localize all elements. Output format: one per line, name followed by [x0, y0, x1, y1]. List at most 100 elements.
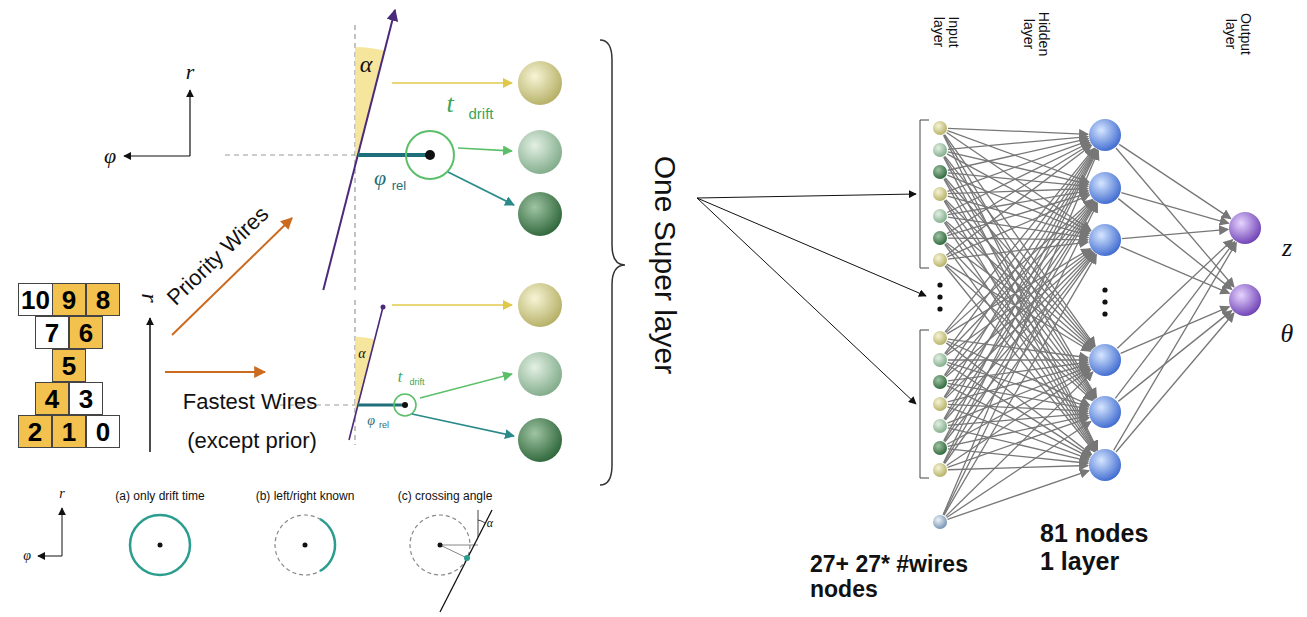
feature-sphere — [518, 352, 562, 396]
wire-number: 5 — [62, 353, 76, 379]
neuron — [1089, 119, 1121, 151]
panel-caption: (c) crossing angle — [398, 490, 493, 503]
network-connection — [948, 242, 1088, 259]
feature-arrow — [392, 82, 512, 84]
wire-cell: 2 — [18, 415, 52, 448]
wire-dot — [402, 402, 408, 408]
phi-rel-bar — [358, 404, 405, 407]
network-connection — [944, 150, 1097, 441]
wire-dot — [158, 543, 163, 548]
drift-circle — [130, 515, 190, 575]
neuron — [933, 441, 947, 455]
phi-subscript: rel — [379, 421, 389, 431]
pointer-arrow — [697, 194, 916, 198]
neuron — [1089, 449, 1121, 481]
drift-label: t — [398, 368, 402, 386]
pointer-arrow — [697, 198, 916, 404]
feature-arrow — [392, 304, 512, 306]
network-connection — [944, 157, 1097, 450]
neuron — [933, 375, 947, 389]
ellipsis-dot — [937, 294, 942, 299]
pointer-arrow — [697, 198, 926, 296]
neuron — [933, 209, 947, 223]
node-count: 27+ 27* #wires nodes — [810, 552, 995, 603]
axis-label: φ — [23, 548, 31, 563]
drift-subscript: drift — [468, 106, 493, 123]
network-connection — [948, 466, 1088, 470]
wire-cell: 10 — [18, 283, 53, 316]
feature-sphere — [518, 130, 562, 174]
drift-subscript: drift — [409, 378, 424, 388]
network-connection — [948, 141, 1089, 192]
network-connection — [1114, 243, 1237, 451]
track-line — [349, 307, 383, 440]
neuron — [933, 253, 947, 267]
neuron — [933, 165, 947, 179]
angle-label: α — [358, 346, 365, 361]
network-connection — [1122, 229, 1228, 238]
axis-label: r — [137, 293, 163, 302]
neural-network — [933, 119, 1261, 529]
neuron — [1089, 172, 1121, 204]
network-connection — [948, 418, 1089, 468]
phi-label: φ — [367, 413, 375, 428]
drift-circle — [275, 515, 335, 575]
neuron — [933, 231, 947, 245]
network-connection — [1118, 311, 1231, 402]
wire-number: 10 — [21, 287, 50, 313]
wire-dot — [303, 543, 308, 548]
drift-circle — [394, 394, 416, 416]
phi-label: φ — [374, 166, 386, 190]
feature-sphere — [518, 192, 562, 236]
network-connection — [945, 244, 1095, 451]
network-connection — [943, 151, 1098, 515]
wire-cell: 3 — [69, 382, 103, 415]
phi-rel-bar — [358, 153, 430, 157]
wire-number: 7 — [45, 320, 59, 346]
ellipsis-dot — [937, 282, 942, 287]
axis-arrow — [38, 556, 62, 557]
network-connection — [948, 471, 1089, 520]
layer-label: Hidden layer — [1021, 9, 1052, 59]
reference-line — [478, 510, 479, 537]
neuron — [933, 121, 947, 135]
feature-arrow — [412, 414, 514, 436]
wire-cell: 5 — [52, 349, 86, 382]
wire-number: 9 — [62, 287, 76, 313]
neuron — [933, 331, 947, 345]
neuron — [1229, 212, 1261, 244]
neuron — [1229, 284, 1261, 316]
wire-cell: 4 — [35, 382, 69, 415]
feature-sphere — [518, 283, 562, 327]
network-connection — [945, 201, 1094, 376]
reference-line — [440, 545, 478, 546]
wire-dot — [425, 150, 435, 160]
callout-label: Fastest Wires — [183, 390, 317, 414]
axis-arrow — [124, 155, 190, 156]
network-connection — [948, 193, 1089, 236]
pointer-arrow — [165, 371, 265, 373]
network-connection — [1121, 193, 1228, 224]
output-label: θ — [1281, 320, 1294, 349]
axis-label: r — [59, 486, 64, 501]
network-connection — [945, 254, 1095, 464]
ellipsis-dot — [1102, 311, 1107, 316]
axis-arrow — [149, 318, 151, 452]
wire-number: 4 — [45, 386, 59, 412]
panel-caption: (a) only drift time — [115, 490, 204, 503]
ellipsis-dot — [1102, 287, 1107, 292]
feature-sphere — [518, 61, 562, 105]
neuron — [933, 463, 947, 477]
neuron — [1089, 224, 1121, 256]
wire-number: 0 — [96, 419, 110, 445]
track-line — [323, 10, 395, 290]
angle-arc — [478, 520, 485, 523]
network-connection — [947, 368, 1090, 444]
angle-label: α — [487, 517, 493, 530]
network-connection — [1116, 313, 1234, 452]
wire-number: 6 — [79, 320, 93, 346]
network-connection — [947, 369, 1091, 465]
network-connection — [944, 201, 1096, 451]
layer-label: Output layer — [1223, 9, 1254, 59]
network-connection — [1118, 199, 1231, 290]
